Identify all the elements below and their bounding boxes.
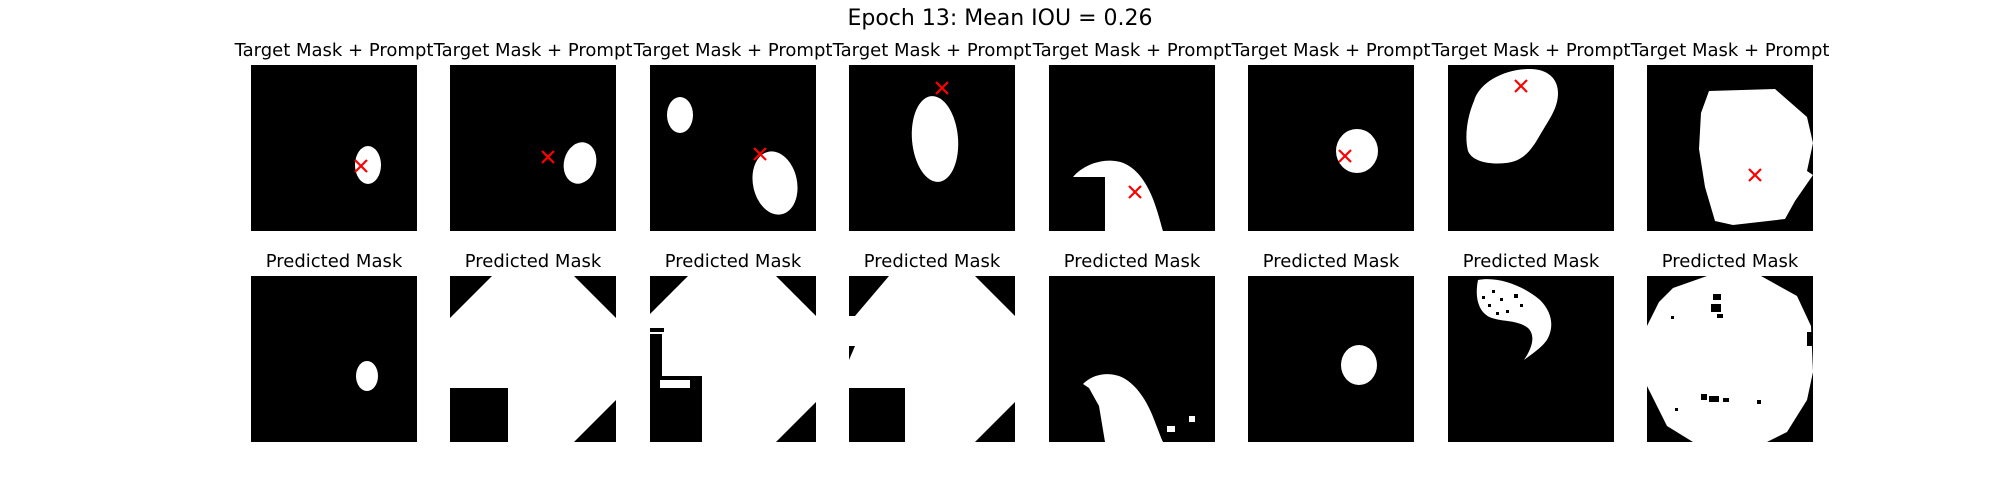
- target-title-2: Target Mask + Prompt: [433, 40, 633, 61]
- predicted-title-3: Predicted Mask: [664, 251, 802, 272]
- target-mask-image-4: [911, 81, 959, 182]
- predicted-mask-image-3: [650, 276, 816, 442]
- x-mark-icon: [1338, 149, 1352, 163]
- target-mask-panel-7: [1448, 65, 1614, 231]
- predicted-mask-image-4: [849, 276, 1015, 442]
- target-mask-image-3: [667, 97, 798, 215]
- x-mark-icon: [541, 150, 555, 164]
- target-mask-panel-4: [849, 65, 1015, 231]
- target-title-3: Target Mask + Prompt: [633, 40, 833, 61]
- predicted-mask-panel-1: [251, 276, 417, 442]
- predicted-mask-panel-5: [1049, 276, 1215, 442]
- predicted-title-6: Predicted Mask: [1262, 251, 1400, 272]
- target-mask-image-1: [354, 146, 381, 184]
- figure-title: Epoch 13: Mean IOU = 0.26: [847, 6, 1153, 31]
- predicted-mask-panel-6: [1248, 276, 1414, 442]
- target-mask-panel-5: [1049, 65, 1215, 231]
- predicted-title-2: Predicted Mask: [464, 251, 602, 272]
- target-mask-panel-2: [450, 65, 616, 231]
- predicted-mask-image-1: [356, 361, 378, 391]
- x-mark-icon: [1748, 168, 1762, 182]
- target-mask-panel-6: [1248, 65, 1414, 231]
- target-mask-panel-3: [650, 65, 816, 231]
- predicted-title-7: Predicted Mask: [1462, 251, 1600, 272]
- target-mask-image-6: [1336, 129, 1378, 173]
- target-mask-image-8: [1699, 89, 1813, 225]
- target-title-7: Target Mask + Prompt: [1431, 40, 1631, 61]
- predicted-mask-image-8: [1647, 276, 1813, 442]
- target-mask-image-2: [541, 142, 597, 184]
- x-mark-icon: [753, 147, 767, 161]
- x-mark-icon: [1128, 185, 1142, 199]
- predicted-mask-panel-3: [650, 276, 816, 442]
- predicted-mask-panel-7: [1448, 276, 1614, 442]
- target-title-5: Target Mask + Prompt: [1032, 40, 1232, 61]
- x-mark-icon: [354, 159, 368, 173]
- target-mask-image-5: [1073, 160, 1163, 231]
- predicted-title-8: Predicted Mask: [1661, 251, 1799, 272]
- x-mark-icon: [935, 81, 949, 95]
- predicted-mask-image-7: [1476, 279, 1552, 360]
- target-title-4: Target Mask + Prompt: [832, 40, 1032, 61]
- target-mask-panel-8: [1647, 65, 1813, 231]
- predicted-mask-panel-8: [1647, 276, 1813, 442]
- target-title-8: Target Mask + Prompt: [1630, 40, 1830, 61]
- predicted-mask-panel-2: [450, 276, 616, 442]
- x-mark-icon: [1514, 79, 1528, 93]
- predicted-title-1: Predicted Mask: [265, 251, 403, 272]
- target-mask-image-7: [1466, 69, 1558, 164]
- predicted-mask-panel-4: [849, 276, 1015, 442]
- predicted-title-4: Predicted Mask: [863, 251, 1001, 272]
- predicted-mask-image-2: [450, 276, 616, 442]
- predicted-mask-image-5: [1083, 374, 1195, 442]
- target-title-1: Target Mask + Prompt: [234, 40, 434, 61]
- predicted-title-5: Predicted Mask: [1063, 251, 1201, 272]
- target-mask-panel-1: [251, 65, 417, 231]
- predicted-mask-image-6: [1341, 345, 1377, 385]
- target-title-6: Target Mask + Prompt: [1231, 40, 1431, 61]
